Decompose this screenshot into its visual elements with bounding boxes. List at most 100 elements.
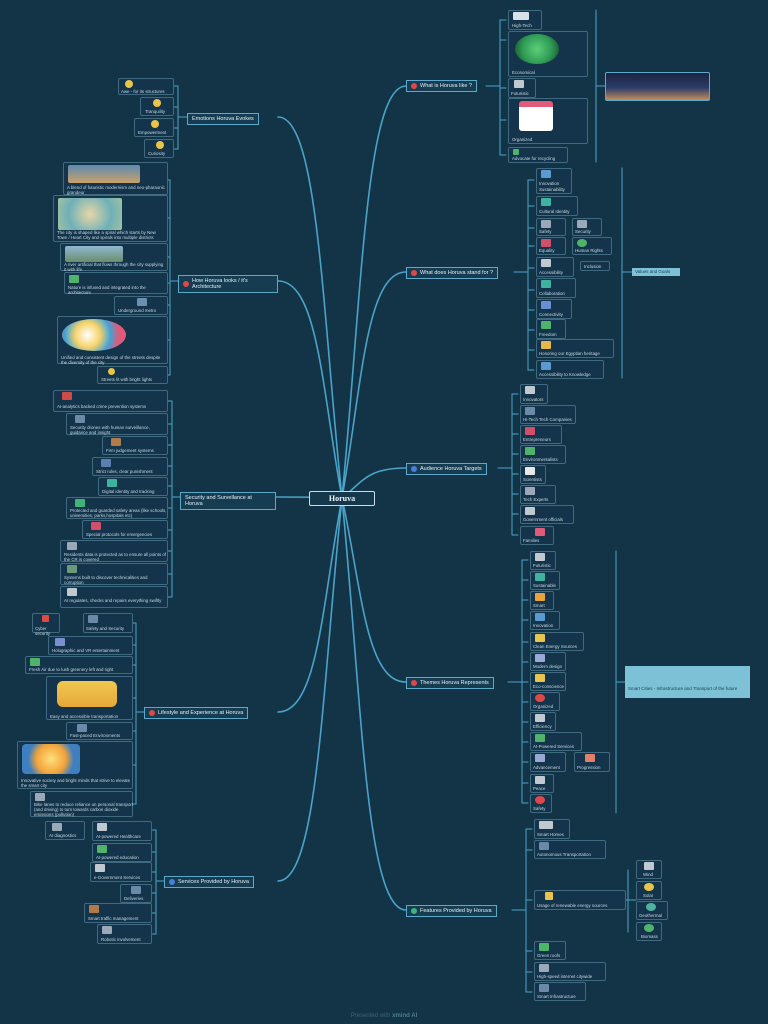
leaf-looks-6[interactable]: Unified and consistent design of the str… <box>57 316 168 365</box>
leaf-geothermal[interactable]: Geothermal <box>636 901 668 920</box>
topic-stand-for[interactable]: What does Horuva stand for ? <box>406 267 499 279</box>
topic-features[interactable]: Features Provided by Horuva <box>406 905 497 917</box>
leaf-transportation[interactable]: Easy and accessible transportation <box>46 676 133 720</box>
topic-lifestyle[interactable]: Lifestyle and Experience at Horuva <box>144 707 249 719</box>
note-values-goals[interactable]: Values and Goals <box>632 268 680 276</box>
leaf-robotic[interactable]: Robotic involvement <box>97 924 152 944</box>
leaf-advancement[interactable]: Advancement <box>530 752 566 772</box>
leaf-security-5[interactable]: Digital identity and tracking <box>98 477 168 496</box>
leaf-smart[interactable]: Smart <box>530 591 554 610</box>
leaf-safety[interactable]: Safety <box>536 218 566 236</box>
topic-security[interactable]: Security and Survellance at Horuva <box>180 492 276 510</box>
leaf-security[interactable]: Security <box>572 218 602 236</box>
leaf-security-3[interactable]: Firm judgement systems <box>102 436 168 455</box>
leaf-high-tech[interactable]: High-Tech <box>508 10 542 30</box>
leaf-e-government[interactable]: e-Government Services <box>90 862 152 882</box>
leaf-innovation-theme[interactable]: Innovation <box>530 611 560 630</box>
leaf-knowledge[interactable]: Accessibility to Knowledge <box>536 360 604 379</box>
leaf-deliveries[interactable]: Deliveries <box>120 884 152 903</box>
leaf-green-roofs[interactable]: Green roofs <box>534 941 566 960</box>
topic-what-like[interactable]: What is Horuva like ? <box>406 80 477 92</box>
topic-looks[interactable]: How Horuva looks / it's Architecture <box>178 275 278 293</box>
leaf-smart-homes[interactable]: Smart Homes <box>534 819 570 839</box>
leaf-safety-theme[interactable]: Safety <box>530 794 552 813</box>
leaf-equality[interactable]: Equality <box>536 237 566 255</box>
central-topic[interactable]: Horuva <box>309 491 375 506</box>
leaf-security-1[interactable]: AI-analytics backed crime prevention sys… <box>53 390 168 412</box>
topic-emotions[interactable]: Emotions Horuva Evokes <box>187 113 259 125</box>
leaf-ai-education[interactable]: AI-powered education <box>92 843 152 862</box>
leaf-looks-7[interactable]: Streets lit with bright lights <box>97 366 168 384</box>
leaf-tech-experts[interactable]: Tech Experts <box>520 485 556 504</box>
leaf-modern-design[interactable]: Modern design <box>530 652 566 671</box>
leaf-awe[interactable]: Awe - for its structures <box>118 78 174 95</box>
leaf-tech-companies[interactable]: Hi-Tech Tech Companies <box>520 405 576 424</box>
topic-audience[interactable]: Audience Horuva Targets <box>406 463 487 475</box>
leaf-smart-traffic[interactable]: Smart traffic management <box>84 903 152 923</box>
leaf-looks-3[interactable]: A river artificial that flows through th… <box>60 243 168 272</box>
leaf-ai-services[interactable]: AI-Powered Services <box>530 732 582 751</box>
leaf-safety-security[interactable]: Safety and Security <box>83 613 133 633</box>
leaf-ai-healthcare[interactable]: AI-powered Healthcare <box>92 821 152 841</box>
leaf-security-9[interactable]: Systems built to discover technicalities… <box>60 563 168 585</box>
leaf-wind[interactable]: Wind <box>636 860 662 879</box>
leaf-security-6[interactable]: Protected and guarded safety areas (like… <box>66 497 168 519</box>
leaf-recycling[interactable]: Advocate for recycling <box>508 147 568 163</box>
leaf-cyber-security[interactable]: Cyber security <box>32 613 60 636</box>
leaf-ai-diagnostics[interactable]: AI diagnostics <box>45 821 85 840</box>
leaf-organized[interactable]: Organized <box>508 98 588 144</box>
leaf-organized-theme[interactable]: Organized <box>530 692 560 711</box>
leaf-holographic[interactable]: Holographic and VR entertainment <box>48 636 133 655</box>
topic-themes-label: Themes Horuva Represents <box>420 680 489 686</box>
leaf-clean-energy[interactable]: Clean Energy Sources <box>530 632 584 651</box>
leaf-collaboration[interactable]: Collaboration <box>536 278 576 298</box>
leaf-sustainable[interactable]: Sustainable <box>530 571 560 590</box>
leaf-human-rights[interactable]: Human Rights <box>572 237 612 255</box>
leaf-looks-2[interactable]: The city is shaped like a spiral which s… <box>53 195 168 242</box>
leaf-security-10[interactable]: AI regulates, checks and repairs everyth… <box>60 586 168 608</box>
leaf-accessibility[interactable]: Accessibility <box>536 257 574 277</box>
leaf-smart-infrastructure[interactable]: Smart Infrastructure <box>534 982 586 1001</box>
leaf-security-2[interactable]: Security drones with human surveillance,… <box>66 413 168 435</box>
leaf-autonomous-transport[interactable]: Autonomous Transportation <box>534 840 606 859</box>
leaf-cultural-identity[interactable]: Cultural Identity <box>536 196 578 216</box>
leaf-solar[interactable]: Solar <box>636 881 662 900</box>
leaf-connectivity[interactable]: Connectivity <box>536 299 572 319</box>
leaf-security-4[interactable]: Strict rules, clear punishment <box>92 457 168 476</box>
leaf-progression[interactable]: Progression <box>574 752 610 772</box>
leaf-inclusion[interactable]: Inclusion <box>580 261 610 271</box>
leaf-families[interactable]: Families <box>520 526 554 545</box>
leaf-efficiency[interactable]: Efficiency <box>530 712 556 731</box>
leaf-security-8[interactable]: Residents data is protected as to ensure… <box>60 540 168 562</box>
leaf-looks-5[interactable]: Underground metro <box>114 296 168 315</box>
leaf-tranquility[interactable]: Tranquility <box>140 97 174 116</box>
leaf-looks-4[interactable]: Nature is infused and integrated into th… <box>64 272 168 295</box>
leaf-scientists[interactable]: Scientists <box>520 465 546 484</box>
leaf-looks-1[interactable]: A blend of futuristic modernism and neo-… <box>63 162 168 195</box>
leaf-innovative-society[interactable]: Innovative society and bright minds that… <box>17 741 133 789</box>
leaf-fast-paced[interactable]: Fast-paced Environments <box>66 722 133 740</box>
leaf-heritage[interactable]: Honoring our Egyptian heritage <box>536 339 614 358</box>
leaf-government[interactable]: Government officials <box>520 505 574 524</box>
leaf-futuristic-theme[interactable]: Futuristic <box>530 551 556 570</box>
leaf-peace[interactable]: Peace <box>530 774 554 793</box>
leaf-biomass[interactable]: Biomass <box>636 922 662 941</box>
leaf-curiosity[interactable]: Curiosity <box>144 139 174 158</box>
leaf-economical[interactable]: Economical <box>508 31 588 77</box>
leaf-empowerment[interactable]: Empowerment <box>134 118 174 137</box>
topic-themes[interactable]: Themes Horuva Represents <box>406 677 494 689</box>
leaf-futuristic[interactable]: Futuristic <box>508 78 536 98</box>
note-smart-cities[interactable]: Smart Cities - Infrastructure and Transp… <box>625 666 750 698</box>
leaf-freedom[interactable]: Freedom <box>536 319 566 339</box>
leaf-security-7[interactable]: Special protocols for emergencies <box>82 520 168 539</box>
topic-services[interactable]: Services Provided by Horuva <box>164 876 254 888</box>
leaf-eco-conscience[interactable]: Eco-conscience <box>530 672 566 691</box>
leaf-fresh-air[interactable]: Fresh Air due to lush greenery left and … <box>25 656 133 674</box>
leaf-innovators[interactable]: Innovators <box>520 384 548 404</box>
leaf-bike-lanes[interactable]: Bike lanes to reduce reliance on persona… <box>30 791 133 817</box>
leaf-environmentalists[interactable]: Environmentalists <box>520 445 566 464</box>
leaf-high-speed-internet[interactable]: High-speed internet citywide <box>534 962 606 981</box>
leaf-renewable-energy[interactable]: Usage of renewable energy sources <box>534 890 626 910</box>
leaf-entrepreneurs[interactable]: Entrepreneurs <box>520 425 562 444</box>
